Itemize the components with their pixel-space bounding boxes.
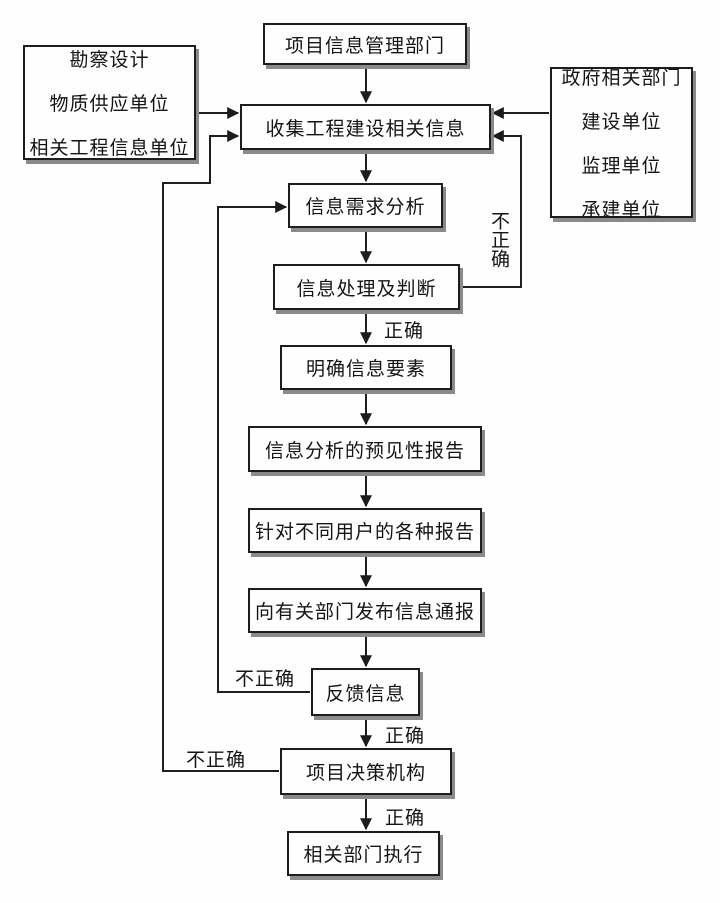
left-source-line: 相关工程信息单位 <box>29 138 190 159</box>
node-notify-departments: 向有关部门发布信息通报 <box>248 588 482 633</box>
edge-label-incorrect: 不正确 <box>488 211 509 268</box>
right-source-line: 建设单位 <box>581 112 662 133</box>
node-info-management-dept: 项目信息管理部门 <box>263 23 467 65</box>
node-collect-info: 收集工程建设相关信息 <box>240 104 491 150</box>
right-source-line: 政府相关部门 <box>561 68 682 89</box>
node-right-sources: 政府相关部门 建设单位 监理单位 承建单位 <box>550 67 693 221</box>
left-source-line: 物质供应单位 <box>49 94 170 115</box>
left-source-line: 勘察设计 <box>69 50 150 71</box>
edge-label-correct: 正确 <box>385 726 426 747</box>
arrow-feedback-incorrect-to-demand <box>217 201 310 693</box>
right-source-line: 监理单位 <box>581 156 662 177</box>
edge-label-correct: 正确 <box>385 808 426 829</box>
node-decision-body: 项目决策机构 <box>280 748 452 795</box>
node-demand-analysis: 信息需求分析 <box>288 183 443 228</box>
node-feedback-info: 反馈信息 <box>311 668 420 716</box>
edge-label-incorrect: 不正确 <box>186 750 247 771</box>
arrow-decision-incorrect-to-collect <box>162 130 279 772</box>
node-predictive-report: 信息分析的预见性报告 <box>248 426 482 472</box>
node-departments-execute: 相关部门执行 <box>287 831 440 876</box>
node-clarify-elements: 明确信息要素 <box>280 345 452 390</box>
node-left-sources: 勘察设计 物质供应单位 相关工程信息单位 <box>23 45 196 160</box>
right-source-line: 承建单位 <box>581 200 662 221</box>
node-user-reports: 针对不同用户的各种报告 <box>248 508 482 553</box>
arrow-process-incorrect-to-collect <box>461 130 522 288</box>
node-process-judge: 信息处理及判断 <box>273 264 460 310</box>
edge-label-correct: 正确 <box>384 321 425 342</box>
edge-label-incorrect: 不正确 <box>235 669 296 690</box>
